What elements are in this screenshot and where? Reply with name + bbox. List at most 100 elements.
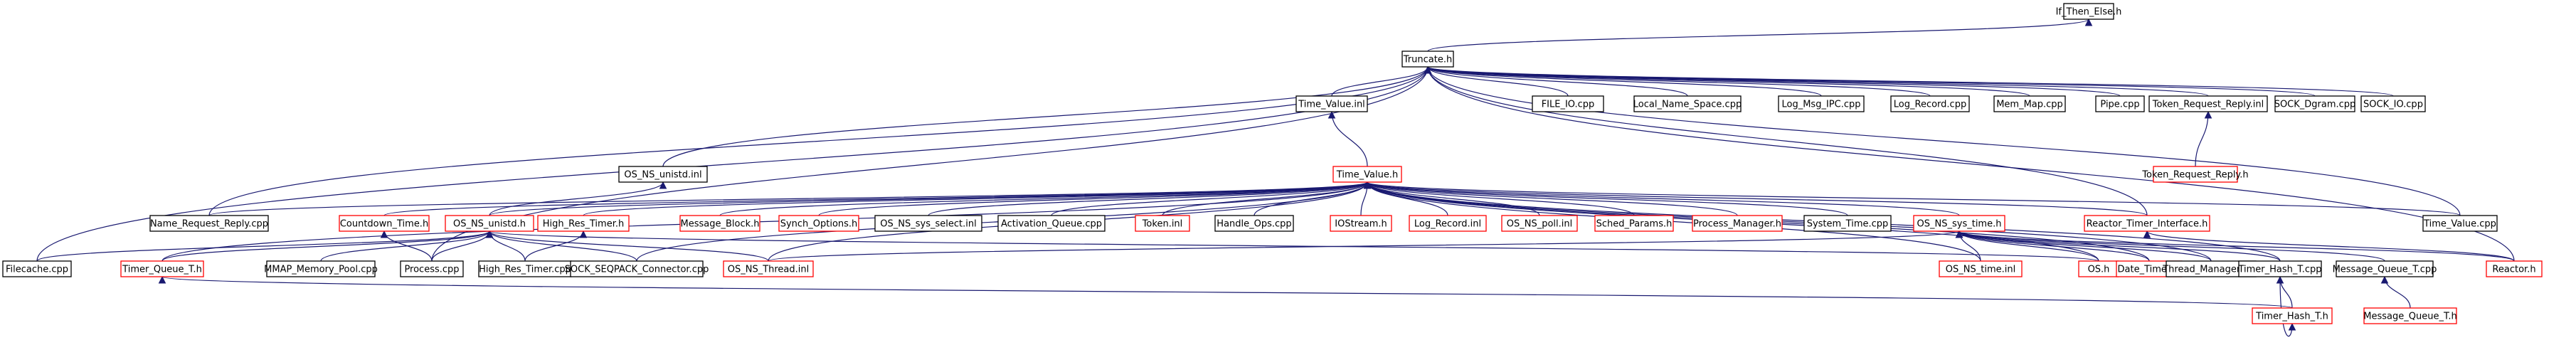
node-label: IOStream.h [1335, 219, 1387, 230]
node-label: Mem_Map.cpp [1996, 100, 2063, 110]
node-if-then-else-h[interactable]: If_Then_Else.h [2056, 3, 2122, 20]
node-reactor-timer-interface-h[interactable]: Reactor_Timer_Interface.h [2084, 215, 2210, 232]
edge-n48-to-n35 [159, 275, 2293, 309]
node-box [1214, 215, 1294, 232]
node-os-ns-sys-time-h[interactable]: OS_NS_sys_time.h [1913, 215, 2005, 232]
node-label: Log_Record.inl [1414, 219, 1481, 230]
node-filecache-cpp[interactable]: Filecache.cpp [2, 260, 72, 277]
edge-n5-to-n1 [1424, 65, 1822, 97]
edge-n17-to-n13 [489, 181, 1371, 216]
node-handle-ops-cpp[interactable]: Handle_Ops.cpp [1214, 215, 1294, 232]
node-iostream-h[interactable]: IOStream.h [1330, 215, 1392, 232]
node-log-msg-ipc-cpp[interactable]: Log_Msg_IPC.cpp [1778, 95, 1865, 112]
node-label: Truncate.h [1403, 55, 1452, 65]
node-label: Reactor.h [2492, 265, 2535, 275]
edge-n33-to-n1 [1424, 65, 2461, 216]
node-label: OS_NS_poll.inl [1507, 219, 1573, 230]
edge-n21-to-n13 [928, 181, 1372, 216]
node-timer-queue-t-h[interactable]: Timer_Queue_T.h [120, 260, 204, 277]
node-label: OS_NS_sys_select.inl [880, 219, 976, 230]
edge-n33-to-n13 [1364, 181, 2461, 216]
node-log-record-cpp[interactable]: Log_Record.cpp [1890, 95, 1970, 112]
edge-n41-to-n13 [1363, 181, 1981, 262]
edge-n29-to-n13 [1363, 181, 1738, 216]
node-time-value-cpp[interactable]: Time_Value.cpp [2422, 215, 2498, 232]
node-box [149, 215, 269, 232]
edge-n30-to-n13 [1363, 181, 1848, 216]
node-token-inl[interactable]: Token.inl [1135, 215, 1190, 232]
node-synch-options-h[interactable]: Synch_Options.h [778, 215, 859, 232]
node-sock-io-cpp[interactable]: SOCK_IO.cpp [2360, 95, 2426, 112]
node-box [1501, 215, 1578, 232]
node-label: Filecache.cpp [6, 265, 68, 275]
node-token-request-reply-inl[interactable]: Token_Request_Reply.inl [2148, 95, 2268, 112]
node-box [1778, 95, 1865, 112]
edge-n28-to-n13 [1363, 181, 1635, 216]
node-label: OS.h [2088, 265, 2110, 275]
node-label: Process.cpp [404, 265, 459, 275]
node-box [1913, 215, 2005, 232]
node-os-ns-unistd-h[interactable]: OS_NS_unistd.h [445, 215, 534, 232]
node-label: Time_Value.cpp [2423, 219, 2496, 230]
edge-n36-to-n17 [320, 230, 494, 262]
node-box [2, 260, 72, 277]
node-high-res-timer-cpp[interactable]: High_Res_Timer.cpp [478, 260, 572, 277]
node-file-io-cpp[interactable]: FILE_IO.cpp [1532, 95, 1604, 112]
node-os-ns-time-inl[interactable]: OS_NS_time.inl [1939, 260, 2023, 277]
node-token-request-reply-h[interactable]: Token_Request_Reply.h [2141, 166, 2249, 183]
node-box [1332, 166, 1402, 183]
node-mmap-memory-pool-cpp[interactable]: MMAP_Memory_Pool.cpp [264, 260, 378, 277]
node-reactor-h[interactable]: Reactor.h [2486, 260, 2543, 277]
node-label: Log_Record.cpp [1894, 100, 1966, 110]
node-box [778, 215, 859, 232]
node-message-block-h[interactable]: Message_Block.h [679, 215, 760, 232]
node-box [1330, 215, 1392, 232]
node-sock-seqpack-connector-cpp[interactable]: SOCK_SEQPACK_Connector.cpp [565, 260, 709, 277]
node-label: Date_Time.inl [2118, 265, 2181, 275]
node-time-value-inl[interactable]: Time_Value.inl [1295, 95, 1368, 112]
edge-n22-to-n13 [1051, 181, 1372, 216]
node-os-ns-sys-select-inl[interactable]: OS_NS_sys_select.inl [874, 215, 982, 232]
edge-n42-to-n17 [486, 230, 2099, 262]
node-high-res-timer-h[interactable]: High_Res_Timer.h [537, 215, 630, 232]
node-os-h[interactable]: OS.h [2078, 260, 2119, 277]
node-mem-map-cpp[interactable]: Mem_Map.cpp [1993, 95, 2066, 112]
node-os-ns-thread-inl[interactable]: OS_NS_Thread.inl [723, 260, 814, 277]
edge-n37-to-n1 [431, 65, 1432, 262]
node-box [2153, 166, 2238, 183]
node-date-time-inl[interactable]: Date_Time.inl [2116, 260, 2183, 277]
node-countdown-time-h[interactable]: Countdown_Time.h [339, 215, 430, 232]
node-thread-manager-cpp[interactable]: Thread_Manager.cpp [2162, 260, 2259, 277]
node-os-ns-poll-inl[interactable]: OS_NS_poll.inl [1501, 215, 1578, 232]
node-process-manager-h[interactable]: Process_Manager.h [1692, 215, 1783, 232]
node-pipe-cpp[interactable]: Pipe.cpp [2095, 95, 2145, 112]
edge-n12-to-n1 [662, 65, 1432, 167]
node-box [723, 260, 814, 277]
node-activation-queue-cpp[interactable]: Activation_Queue.cpp [997, 215, 1106, 232]
node-label: Process_Manager.h [1693, 219, 1781, 230]
node-os-ns-unistd-inl[interactable]: OS_NS_unistd.inl [618, 166, 708, 183]
node-box [1993, 95, 2066, 112]
node-box [1633, 95, 1742, 112]
node-log-record-inl[interactable]: Log_Record.inl [1409, 215, 1487, 232]
node-local-name-space-cpp[interactable]: Local_Name_Space.cpp [1633, 95, 1742, 112]
node-label: Thread_Manager.cpp [2162, 265, 2259, 275]
edge-n15-to-n13 [208, 181, 1371, 216]
node-timer-hash-t-cpp[interactable]: Timer_Hash_T.cpp [2237, 260, 2322, 277]
node-label: Time_Value.inl [1298, 100, 1365, 110]
node-process-cpp[interactable]: Process.cpp [400, 260, 464, 277]
node-label: Log_Msg_IPC.cpp [1782, 100, 1861, 110]
node-sched-params-h[interactable]: Sched_Params.h [1594, 215, 1674, 232]
node-time-value-h[interactable]: Time_Value.h [1332, 166, 1402, 183]
node-label: Synch_Options.h [780, 219, 858, 230]
node-truncate-h[interactable]: Truncate.h [1401, 51, 1454, 68]
edge-n18-to-n13 [583, 181, 1371, 216]
edge-n7-to-n1 [1424, 65, 2030, 97]
node-message-queue-t-cpp[interactable]: Message_Queue_T.cpp [2333, 260, 2437, 277]
node-timer-hash-t-h[interactable]: Timer_Hash_T.h [2252, 307, 2333, 324]
node-system-time-cpp[interactable]: System_Time.cpp [1803, 215, 1892, 232]
node-name-request-reply-cpp[interactable]: Name_Request_Reply.cpp [149, 215, 269, 232]
node-sock-dgram-cpp[interactable]: SOCK_Dgram.cpp [2274, 95, 2356, 112]
node-message-queue-t-h[interactable]: Message_Queue_T.h [2363, 307, 2457, 324]
